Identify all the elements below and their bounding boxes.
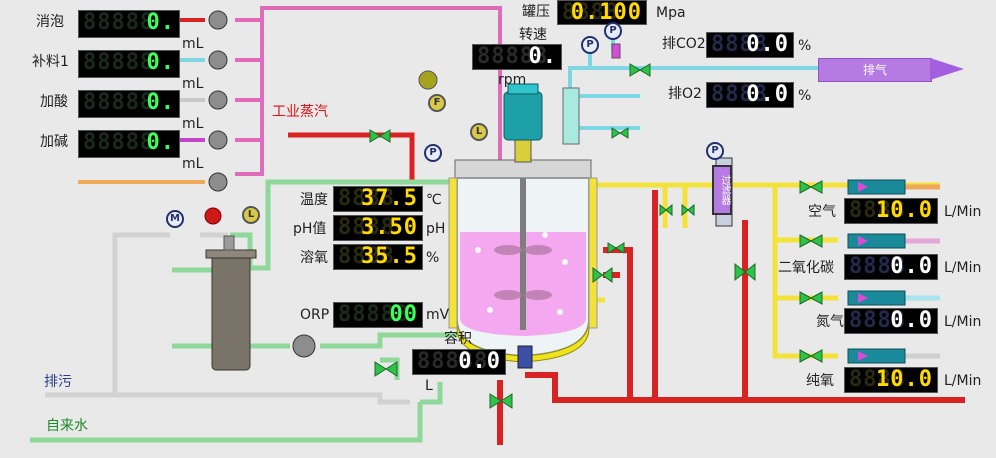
flow-gauge-icon: F <box>428 94 446 112</box>
exhaust-co2-value: 0.0 <box>746 32 789 57</box>
pressure-gauge-icon-exhaust: P <box>604 22 622 40</box>
level-gauge-icon-seed: L <box>242 206 260 224</box>
feed-value-acid: 0. <box>146 90 175 115</box>
orp-unit: mV <box>426 307 450 323</box>
feed-value-feed1: 0. <box>146 50 175 75</box>
feed-label-acid: 加酸 <box>40 94 68 110</box>
temperature-unit: ℃ <box>426 192 442 208</box>
flowmeters <box>847 179 906 364</box>
exhaust-o2-value: 0.0 <box>746 82 789 107</box>
gas-label-o2: 纯氧 <box>806 373 834 389</box>
feed-unit-base: mL <box>182 156 204 172</box>
speed-value: 0. <box>528 44 557 69</box>
gas-unit-co2: L/Min <box>944 260 982 276</box>
level-gauge-icon-tank: L <box>470 123 488 141</box>
ph-label: pH值 <box>293 221 327 237</box>
steam-label: 工业蒸汽 <box>272 104 328 120</box>
exhaust-o2-label: 排O2 <box>668 86 702 102</box>
orp-label: ORP <box>300 307 330 323</box>
exhaust-vent-arrow <box>930 58 964 80</box>
gas-label-air: 空气 <box>808 204 836 220</box>
gas-label-co2: 二氧化碳 <box>778 260 834 276</box>
grey-drain-pipe <box>45 232 410 405</box>
agitator-motor <box>503 83 543 163</box>
gas-label-n2: 氮气 <box>816 314 844 330</box>
gas-unit-n2: L/Min <box>944 314 982 330</box>
gas-value-n2: 0.0 <box>890 308 933 333</box>
tap-water-label: 自来水 <box>46 418 88 434</box>
exhaust-co2-label: 排CO2 <box>662 36 706 52</box>
feed-unit-feed1: mL <box>182 76 204 92</box>
temperature-label: 温度 <box>300 192 328 208</box>
dissolved-oxygen-unit: % <box>426 250 440 266</box>
pressure-gauge-icon-filter: P <box>706 142 724 160</box>
feed-unit-antifoam: mL <box>182 36 204 52</box>
volume-label: 容积 <box>444 331 472 347</box>
gas-value-co2: 0.0 <box>890 254 933 279</box>
feed-label-base: 加碱 <box>40 134 68 150</box>
speed-label: 转速 <box>519 27 547 43</box>
feed-label-antifoam: 消泡 <box>36 14 64 30</box>
tank-pressure-unit: Mpa <box>656 5 686 21</box>
feed-value-base: 0. <box>146 130 175 155</box>
drain-label: 排污 <box>44 374 72 390</box>
dissolved-oxygen-value: 35.5 <box>361 244 418 269</box>
status-lamp-red <box>204 207 222 225</box>
dissolved-oxygen-label: 溶氧 <box>300 250 328 266</box>
valves <box>369 63 823 409</box>
gas-unit-air: L/Min <box>944 204 982 220</box>
ph-unit: pH <box>426 221 446 237</box>
gas-value-o2: 10.0 <box>876 367 933 392</box>
status-lamp-olive <box>418 70 438 90</box>
tank-pressure-label: 罐压 <box>522 4 550 20</box>
gas-unit-o2: L/Min <box>944 373 982 389</box>
exhaust-co2-unit: % <box>798 38 812 54</box>
exhaust-o2-unit: % <box>798 88 812 104</box>
gas-value-air: 10.0 <box>876 198 933 223</box>
jacket-loop-pipe <box>497 190 965 445</box>
green-pipes <box>30 179 460 443</box>
feed-label-feed1: 补料1 <box>32 54 69 70</box>
steam-pipe <box>288 132 415 182</box>
feed-unit-acid: mL <box>182 116 204 132</box>
volume-unit: L <box>425 378 433 394</box>
pink-feed-pipes <box>235 6 502 176</box>
speed-unit: rpm <box>498 72 527 88</box>
exhaust-sensor <box>611 43 621 59</box>
orp-value: 00 <box>389 302 418 327</box>
pumps <box>208 10 316 358</box>
condenser <box>562 87 580 145</box>
tank-pressure-value: 0.100 <box>570 0 642 25</box>
motor-gauge-icon: M <box>166 210 184 228</box>
seed-tank <box>205 235 257 371</box>
pressure-gauge-icon-top: P <box>424 144 442 162</box>
exhaust-vent-bar: 排气 <box>818 58 932 82</box>
pressure-gauge-icon-tank: P <box>581 36 599 54</box>
volume-value: 0.0 <box>458 349 501 374</box>
temperature-value: 37.5 <box>361 186 418 211</box>
feed-value-antifoam: 0. <box>146 10 175 35</box>
ph-value: 3.50 <box>361 215 418 240</box>
filter-label: 过滤器 <box>712 165 732 215</box>
